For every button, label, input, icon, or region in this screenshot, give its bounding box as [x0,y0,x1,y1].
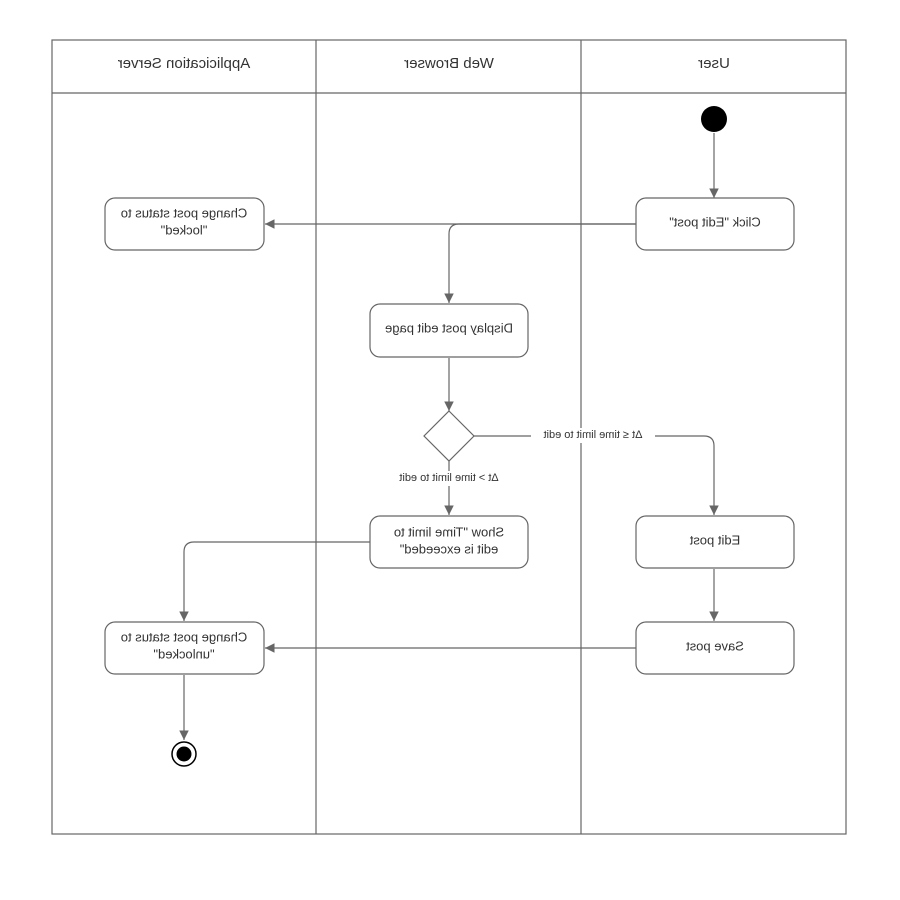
action-show-time-limit: Show "Time limit to edit is exceeded" [369,515,529,569]
edge-labels: Δt ≤ time limit to edit Δt > time limit … [387,428,655,486]
action-edit-post: Edit post [635,515,795,569]
lane-title-server: Applicication Server [118,55,251,72]
action-click-edit: Click "Edit post" [635,197,795,251]
edge-label-within-limit: Δt ≤ time limit to edit [544,429,643,441]
action-unlock-post: Change post status to "unlocked" [104,621,265,675]
action-box [635,515,795,569]
decision-node [423,410,475,462]
action-label: Click "Edit post" [669,214,761,229]
action-label-line-1: Show "Time limit to [394,524,504,539]
edge-show-to-unlock [179,541,370,621]
end-node [171,741,197,767]
action-label-line-2: edit is exceeded" [399,541,498,556]
action-label-line-2: "unlocked" [153,646,215,661]
action-label: Save post [686,638,744,653]
edge-click-to-display [444,223,636,303]
action-box [369,303,529,358]
action-display-edit-page: Display post edit page [369,303,529,358]
action-box [104,621,265,675]
start-node [701,106,727,132]
end-node-core [176,746,192,762]
action-label: Edit post [689,532,740,547]
edge-decision-to-edit [474,435,719,515]
lane-border [51,39,847,835]
lane-title-browser: Web Browser [404,55,494,72]
action-box [635,197,795,251]
action-label: Display post edit page [385,320,513,335]
action-lock-post: Change post status to "locked" [104,197,265,251]
edge-label-bg-within [531,428,655,443]
action-box [104,197,265,251]
action-label-line-2: "locked" [160,222,207,237]
lane-title-user: User [698,55,730,72]
action-box [635,621,795,675]
lane-titles: Applicication Server Web Browser User [118,55,730,72]
action-save-post: Save post [635,621,795,675]
edges [179,133,719,740]
action-label-line-1: Change post status to [121,205,247,220]
action-label-line-1: Change post status to [121,629,247,644]
edge-label-over-limit: Δt > time limit to edit [399,472,498,484]
action-box [369,515,529,569]
edge-label-bg-over [387,471,511,486]
